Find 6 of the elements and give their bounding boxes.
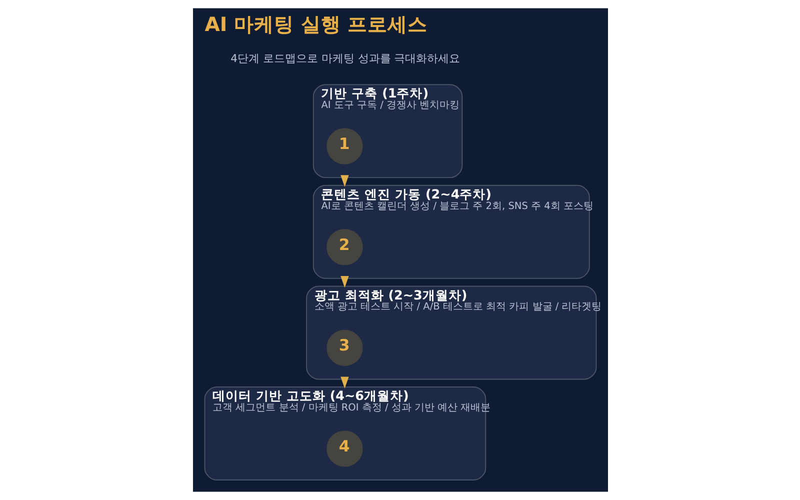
diagram-title: AI 마케팅 실행 프로세스: [204, 12, 428, 36]
label: 4단계 로드맵으로 마케팅 성과를 극대화하세요: [230, 52, 460, 65]
node-circle: 3: [326, 330, 362, 366]
node-circle: 4: [326, 430, 362, 467]
node-circle: 2: [326, 228, 362, 266]
node-circle: 1: [326, 128, 362, 164]
